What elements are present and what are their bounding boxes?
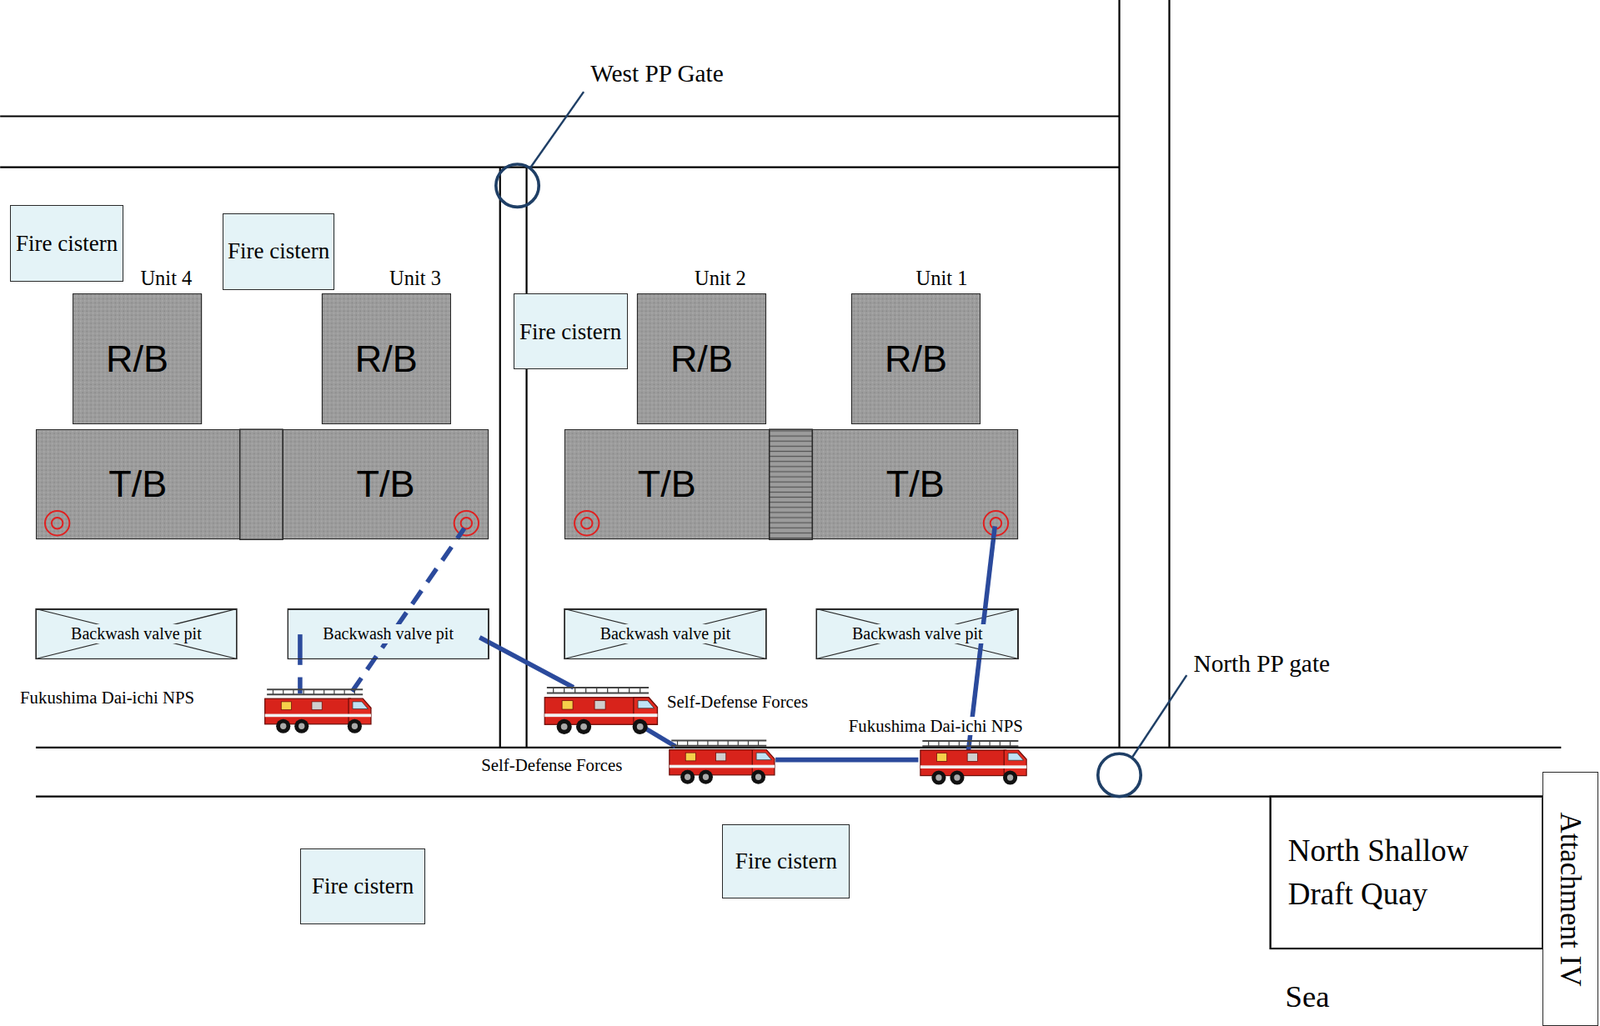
node-text: R/B (670, 337, 733, 382)
node-text: Backwash valve pit (320, 624, 457, 644)
node-text: Fire cistern (311, 873, 414, 900)
pp-gates (496, 91, 1187, 798)
node-text: T/B (356, 462, 416, 507)
gate-label: West PP Gate (588, 60, 726, 87)
node-text: Backwash valve pit (597, 624, 734, 644)
turbine-building: T/B (282, 429, 489, 540)
node-text: R/B (355, 337, 418, 382)
node-text: T/B (637, 462, 697, 507)
backwash-valve-pit: Backwash valve pit (816, 609, 1019, 660)
unit-label: Unit 2 (692, 267, 748, 290)
node-text: T/B (886, 462, 945, 507)
reactor-building: R/B (321, 293, 452, 425)
node-text: R/B (884, 337, 948, 382)
fire-cistern: Fire cistern (722, 824, 850, 899)
node-text: North Shallow Draft Quay (1288, 829, 1497, 917)
node-text: Backwash valve pit (849, 624, 986, 644)
backwash-valve-pit: Backwash valve pit (564, 609, 767, 660)
turbine-building: T/B (35, 429, 241, 540)
reactor-building: R/B (851, 293, 981, 425)
node-text: Fire cistern (227, 238, 330, 265)
sea-label: Sea (1284, 981, 1332, 1014)
node-text: Backwash valve pit (68, 624, 205, 644)
gate-label: North PP gate (1191, 651, 1332, 678)
roads (0, 0, 1561, 798)
reactor-building: R/B (636, 293, 767, 425)
quay-outline (1270, 797, 1544, 949)
unit-label: Unit 4 (138, 267, 194, 290)
fire-cistern: Fire cistern (300, 848, 427, 925)
fire-trucks (265, 687, 1027, 786)
turbine-building: T/B (812, 429, 1019, 540)
injection-points (45, 511, 1009, 536)
backwash-valve-pit: Backwash valve pit (35, 609, 237, 660)
backwash-pits (35, 609, 1019, 660)
building-fills (35, 293, 1019, 540)
node-text: Fire cistern (15, 230, 118, 257)
turbine-building: T/B (564, 429, 770, 540)
node-text: R/B (105, 337, 169, 382)
truck-label: Fukushima Dai-ichi NPS (18, 688, 196, 708)
truck-label: Self-Defense Forces (665, 692, 810, 712)
truck-label: Fukushima Dai-ichi NPS (847, 717, 1025, 736)
unit-label: Unit 1 (914, 267, 970, 290)
node-text: T/B (108, 462, 167, 507)
node-text: Fire cistern (519, 319, 622, 346)
attachment-tab: Attachment IV (1542, 772, 1598, 1026)
quay-box: North Shallow Draft Quay (1270, 797, 1544, 949)
fire-cistern: Fire cistern (10, 205, 124, 282)
node-text: Attachment IV (1554, 812, 1588, 987)
fire-cistern: Fire cistern (513, 293, 628, 370)
unit-label: Unit 3 (387, 267, 443, 290)
cistern-fills (10, 205, 850, 925)
truck-label: Self-Defense Forces (479, 756, 624, 775)
backwash-valve-pit: Backwash valve pit (287, 609, 489, 660)
reactor-building: R/B (72, 293, 202, 425)
node-text: Fire cistern (735, 848, 838, 875)
fire-cistern: Fire cistern (222, 213, 336, 291)
